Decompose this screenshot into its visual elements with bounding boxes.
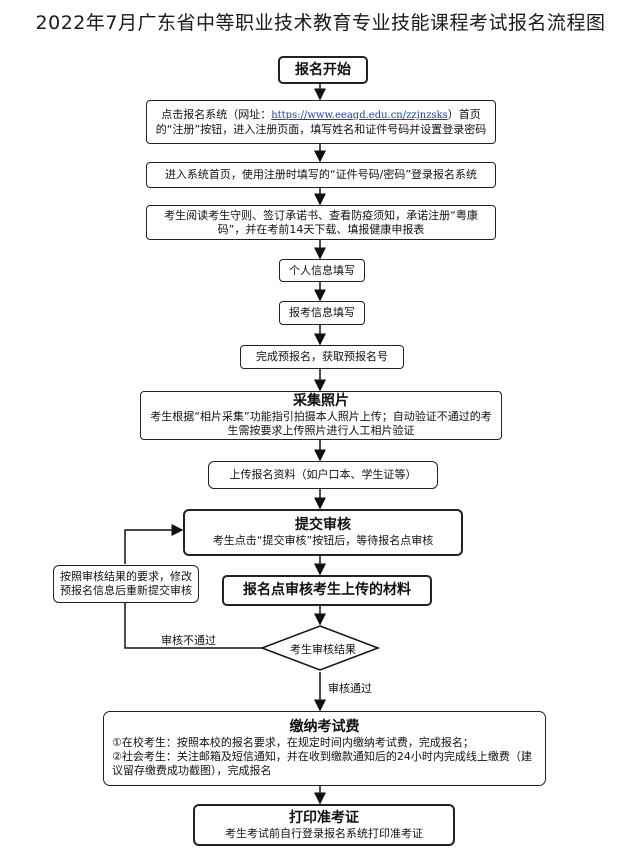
personal-info-text: 个人信息填写 [289,263,355,277]
start-label: 报名开始 [295,61,351,78]
decision-diamond [259,625,381,671]
resubmit-text: 按照审核结果的要求，修改预报名信息后重新提交审核 [60,570,192,597]
resubmit-box: 按照审核结果的要求，修改预报名信息后重新提交审核 [53,565,199,603]
fee-line-1: ①在校考生：按照本校的报名要求，在规定时间内缴纳考试费，完成报名； [112,736,474,749]
submit-title: 提交审核 [295,517,351,533]
personal-info-box: 个人信息填写 [279,259,365,282]
pre-register-text: 完成预报名，获取预报名号 [256,350,388,363]
login-box: 进入系统首页，使用注册时填写的“证件号码/密码”登录报名系统 [146,162,496,188]
resubmit-path [124,524,184,564]
photo-title: 采集照片 [293,393,349,409]
decision-label: 考生审核结果 [290,643,356,656]
read-text: 考生阅读考生守则、签订承诺书、查看防疫须知，承诺注册“粤康码”，并在考前14天下… [164,208,478,236]
exam-info-text: 报考信息填写 [289,306,355,319]
pass-label: 审核通过 [328,682,372,695]
fee-box: 缴纳考试费 ①在校考生：按照本校的报名要求，在规定时间内缴纳考试费，完成报名； … [103,711,546,786]
exam-info-box: 报考信息填写 [279,301,365,325]
register-text-post: ）首页的“注册”按钮，进入注册页面，填写姓名和证件号码并设置登录密码 [155,107,487,136]
review-text: 报名点审核考生上传的材料 [243,582,411,598]
register-url-link[interactable]: https://www.eeagd.edu.cn/zzjnzsks [271,109,448,121]
print-desc: 考生考试前自行登录报名系统打印准考证 [225,826,423,840]
fail-path [124,603,263,649]
fee-line-2: ②社会考生：关注邮箱及短信通知，并在收到缴款通知后的24小时内完成线上缴费（建议… [112,750,532,777]
fee-title: 缴纳考试费 [289,719,360,735]
print-box: 打印准考证 考生考试前自行登录报名系统打印准考证 [193,804,455,846]
register-box: 点击报名系统（网址：https://www.eeagd.edu.cn/zzjnz… [146,100,496,144]
pre-register-box: 完成预报名，获取预报名号 [240,345,404,369]
photo-box: 采集照片 考生根据“相片采集”功能指引拍摄本人照片上传；自动验证不通过的考生需按… [140,391,502,440]
register-text-pre: 点击报名系统（网址： [161,107,272,121]
submit-desc: 考生点击“提交审核”按钮后，等待报名点审核 [212,534,434,547]
print-title: 打印准考证 [289,809,359,826]
start-box: 报名开始 [278,56,368,84]
login-text: 进入系统首页，使用注册时填写的“证件号码/密码”登录报名系统 [164,168,478,181]
fail-label: 审核不通过 [161,634,216,647]
photo-desc: 考生根据“相片采集”功能指引拍摄本人照片上传；自动验证不通过的考生需按要求上传照… [150,410,492,437]
upload-text: 上传报名资料（如户口本、学生证等） [229,468,417,481]
read-box: 考生阅读考生守则、签订承诺书、查看防疫须知，承诺注册“粤康码”，并在考前14天下… [146,205,496,240]
upload-box: 上传报名资料（如户口本、学生证等） [208,461,438,489]
page-title: 2022年7月广东省中等职业技术教育专业技能课程考试报名流程图 [35,12,606,34]
submit-box: 提交审核 考生点击“提交审核”按钮后，等待报名点审核 [183,509,463,556]
review-box: 报名点审核考生上传的材料 [222,575,432,606]
